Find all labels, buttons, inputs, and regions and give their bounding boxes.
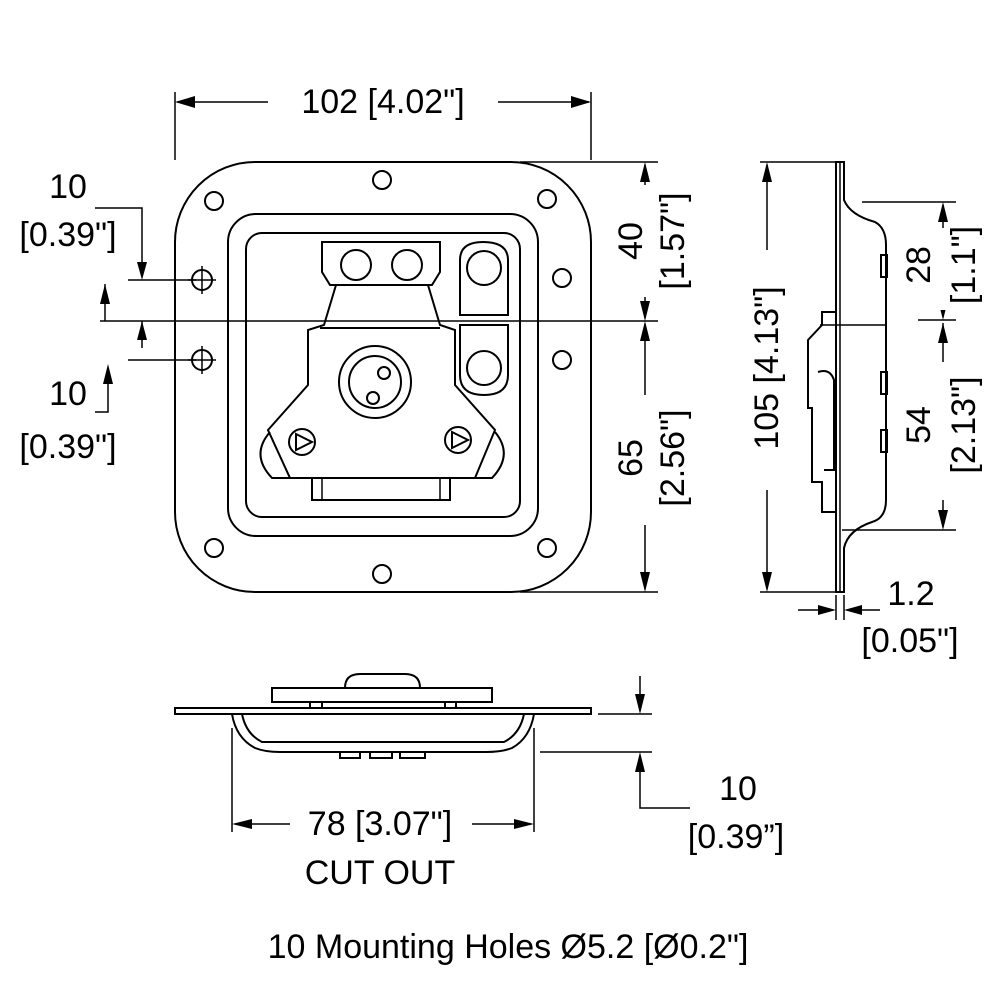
dish-outer	[227, 213, 539, 537]
dish-inner	[245, 232, 521, 518]
upper-in: [1.57"]	[654, 192, 692, 289]
dim-left-offsets: 10 [0.39"] 10 [0.39"]	[19, 168, 196, 466]
dim-side: 105 [4.13"] 28 [1.1"] 54 [2.13"] 1.2 [0.…	[745, 161, 995, 660]
side-view	[807, 161, 888, 593]
width-total-label: 102 [4.02"]	[301, 83, 464, 121]
dim-front-right: 40 [1.57"] 65 [2.56"]	[520, 161, 692, 593]
side-height-label: 105 [4.13"]	[748, 286, 786, 449]
cutout-label: CUT OUT	[305, 854, 455, 892]
side-lower-mm: 54	[900, 406, 938, 444]
depth-in: [0.39”]	[688, 818, 784, 856]
front-view	[100, 161, 658, 593]
left-bottom-in: [0.39"]	[19, 428, 116, 466]
thickness-in: [0.05"]	[861, 622, 958, 660]
dim-bottom: 78 [3.07"] CUT OUT 10 [0.39”]	[231, 676, 784, 892]
thickness-mm: 1.2	[887, 575, 934, 613]
side-upper-in: [1.1"]	[945, 226, 983, 304]
lock-cylinder	[338, 345, 412, 419]
left-top-mm: 10	[49, 168, 87, 206]
keeper-slots	[459, 240, 509, 397]
upper-mm: 40	[612, 222, 650, 260]
bottom-view	[174, 673, 592, 759]
outer-flange	[174, 161, 592, 593]
mounting-holes-note: 10 Mounting Holes Ø5.2 [Ø0.2"]	[268, 928, 749, 966]
side-upper-mm: 28	[900, 246, 938, 284]
left-top-in: [0.39"]	[19, 216, 116, 254]
latch-body	[259, 284, 505, 501]
side-lower-in: [2.13"]	[945, 376, 983, 473]
lower-mm: 65	[612, 439, 650, 477]
depth-mm: 10	[719, 770, 757, 808]
cutout-dim-label: 78 [3.07"]	[308, 805, 452, 843]
latch-bracket	[321, 241, 441, 286]
dim-width-total: 102 [4.02"]	[174, 83, 592, 160]
lower-in: [2.56"]	[654, 409, 692, 506]
left-bottom-mm: 10	[49, 375, 87, 413]
